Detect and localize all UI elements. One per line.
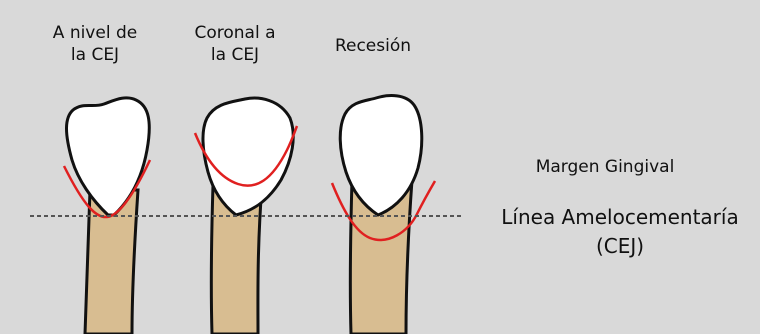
cej-label: Línea Amelocementaría (CEJ) [480,203,760,261]
column-title-at-cej: A nivel de la CEJ [40,22,150,66]
cej-abbr-label: (CEJ) [480,232,760,261]
column-title-recession: Recesión [318,35,428,57]
tooth-coronal [195,98,297,334]
tooth-recession [332,96,435,334]
gingival-margin-label: Margen Gingival [520,157,690,177]
column-title-coronal: Coronal a la CEJ [180,22,290,66]
cej-line-label: Línea Amelocementaría [480,203,760,232]
